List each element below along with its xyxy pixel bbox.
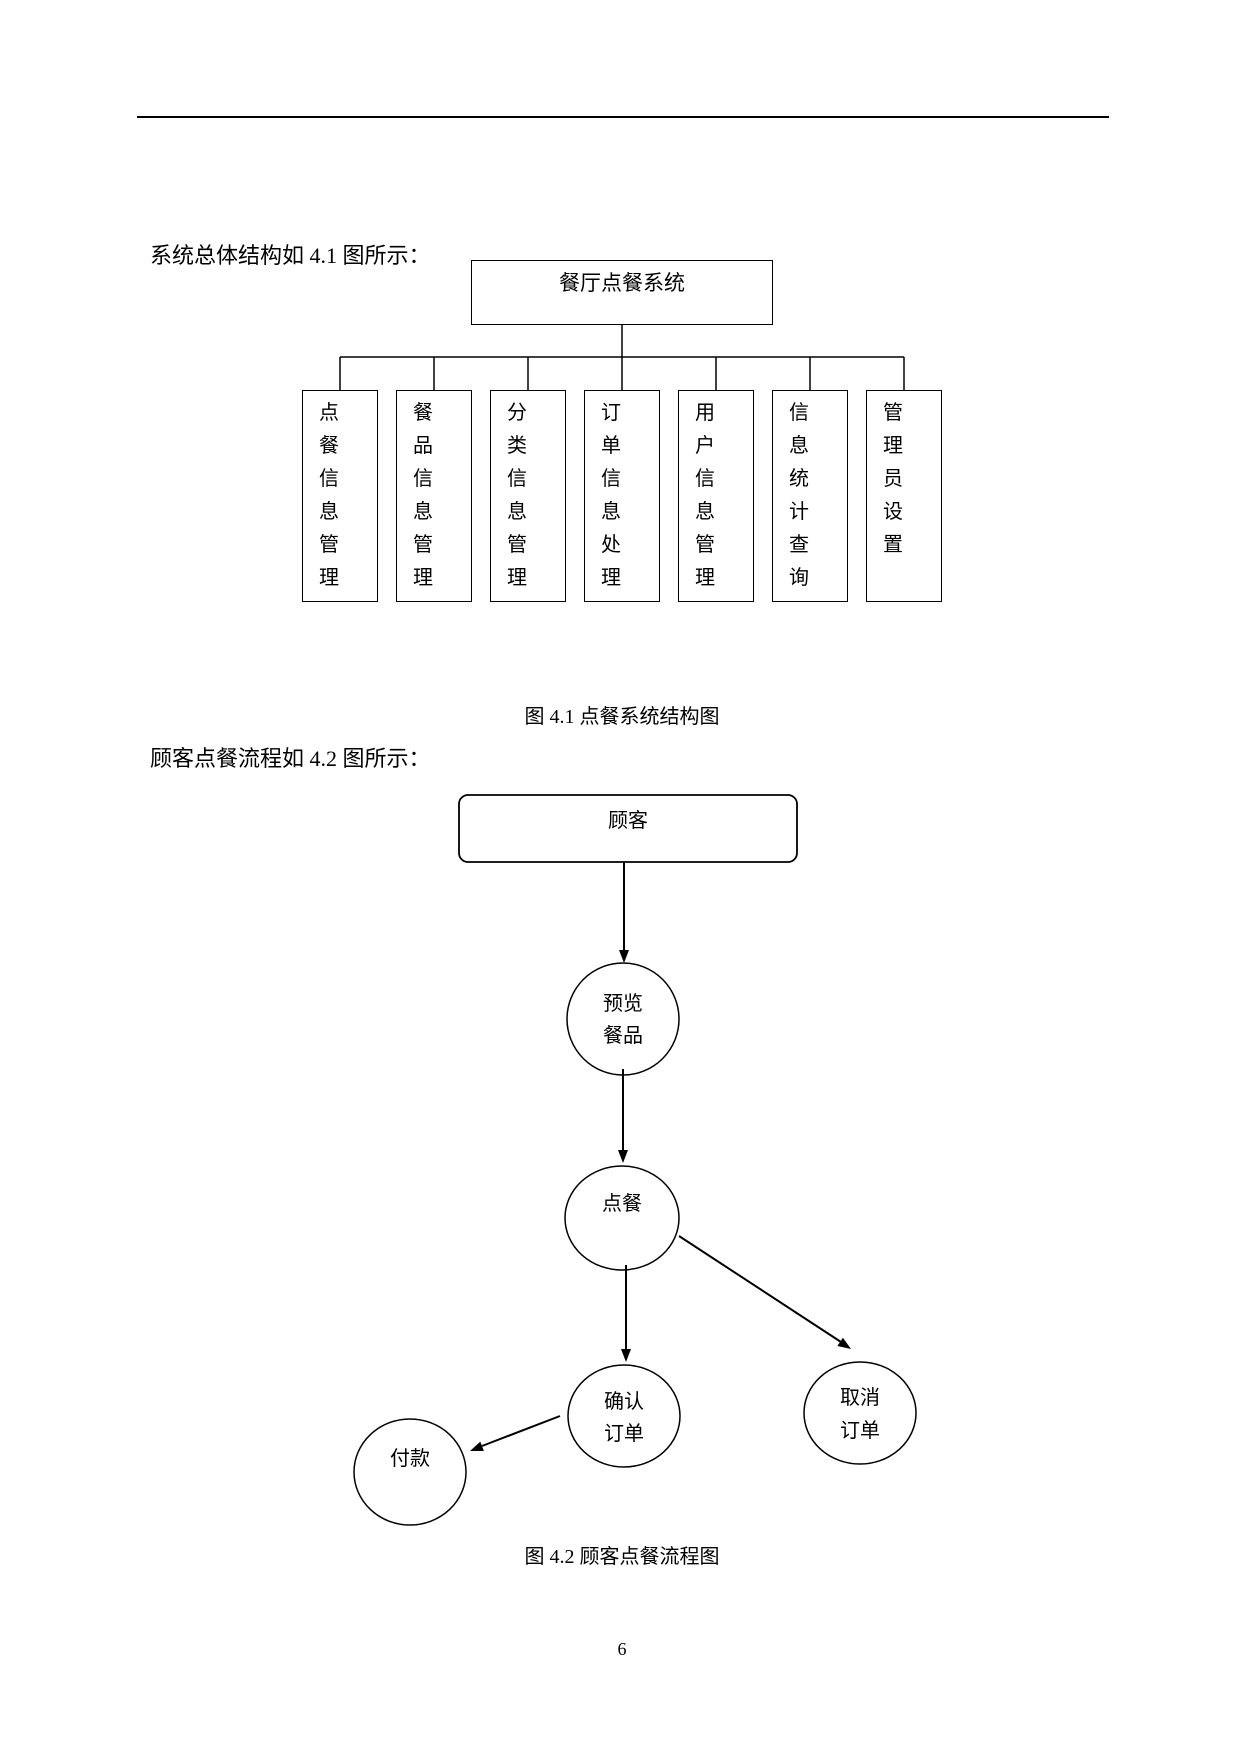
figure-caption-4-1: 图 4.1 点餐系统结构图: [524, 706, 720, 728]
module-box-6: 信息统计查询: [772, 390, 848, 602]
arrow-order-to-cancel-line: [678, 1235, 842, 1343]
header-rule: [137, 116, 1109, 118]
node-order-label: 点餐: [602, 1192, 642, 1215]
module-label-4: 订单信息处理: [601, 402, 621, 589]
start-node-box: [458, 794, 798, 863]
arrow-customer-to-browse-head: [619, 950, 629, 963]
node-confirm-label-line2: 订单: [604, 1422, 644, 1445]
module-label-2: 餐品信息管理: [413, 402, 433, 589]
module-label-7: 管理员设置: [883, 402, 903, 556]
arrow-browse-to-order-head: [618, 1150, 628, 1163]
node-browse-circle: [566, 962, 680, 1076]
arrow-confirm-to-pay-head: [470, 1441, 484, 1451]
structure-intro-text: 系统总体结构如 4.1 图所示：: [150, 243, 431, 268]
node-browse-label-line2: 餐品: [603, 1024, 643, 1047]
module-box-7: 管理员设置: [866, 390, 942, 602]
structure-root-label: 餐厅点餐系统: [559, 271, 685, 295]
arrow-order-to-cancel-head: [837, 1337, 851, 1349]
figure-caption-4-2: 图 4.2 顾客点餐流程图: [524, 1546, 720, 1568]
arrow-confirm-to-pay-line: [481, 1415, 561, 1447]
flow-intro-text: 顾客点餐流程如 4.2 图所示：: [150, 746, 431, 771]
module-label-1: 点餐信息管理: [319, 402, 339, 589]
start-node-label: 顾客: [608, 809, 648, 832]
module-label-5: 用户信息管理: [695, 402, 715, 589]
structure-root-box: 餐厅点餐系统: [471, 260, 773, 325]
node-cancel-label-line1: 取消: [840, 1386, 880, 1409]
node-order-circle: [564, 1165, 680, 1271]
arrow-order-to-confirm-head: [621, 1349, 631, 1362]
node-pay-circle: [353, 1418, 467, 1526]
module-box-3: 分类信息管理: [490, 390, 566, 602]
module-label-6: 信息统计查询: [789, 402, 809, 589]
node-confirm-label-line1: 确认: [604, 1390, 644, 1413]
module-box-2: 餐品信息管理: [396, 390, 472, 602]
structure-connectors: [339, 325, 905, 390]
page-number: 6: [617, 1639, 627, 1659]
flowchart: 顾客 预览 餐品 点餐 确认 订单: [353, 794, 917, 1526]
module-box-5: 用户信息管理: [678, 390, 754, 602]
node-pay-label: 付款: [390, 1447, 430, 1470]
module-label-3: 分类信息管理: [507, 402, 527, 589]
node-cancel-label-line2: 订单: [840, 1419, 880, 1442]
module-box-4: 订单信息处理: [584, 390, 660, 602]
node-browse-label-line1: 预览: [603, 992, 643, 1015]
node-confirm-circle: [567, 1364, 681, 1468]
node-cancel-circle: [803, 1361, 917, 1465]
module-box-1: 点餐信息管理: [302, 390, 378, 602]
